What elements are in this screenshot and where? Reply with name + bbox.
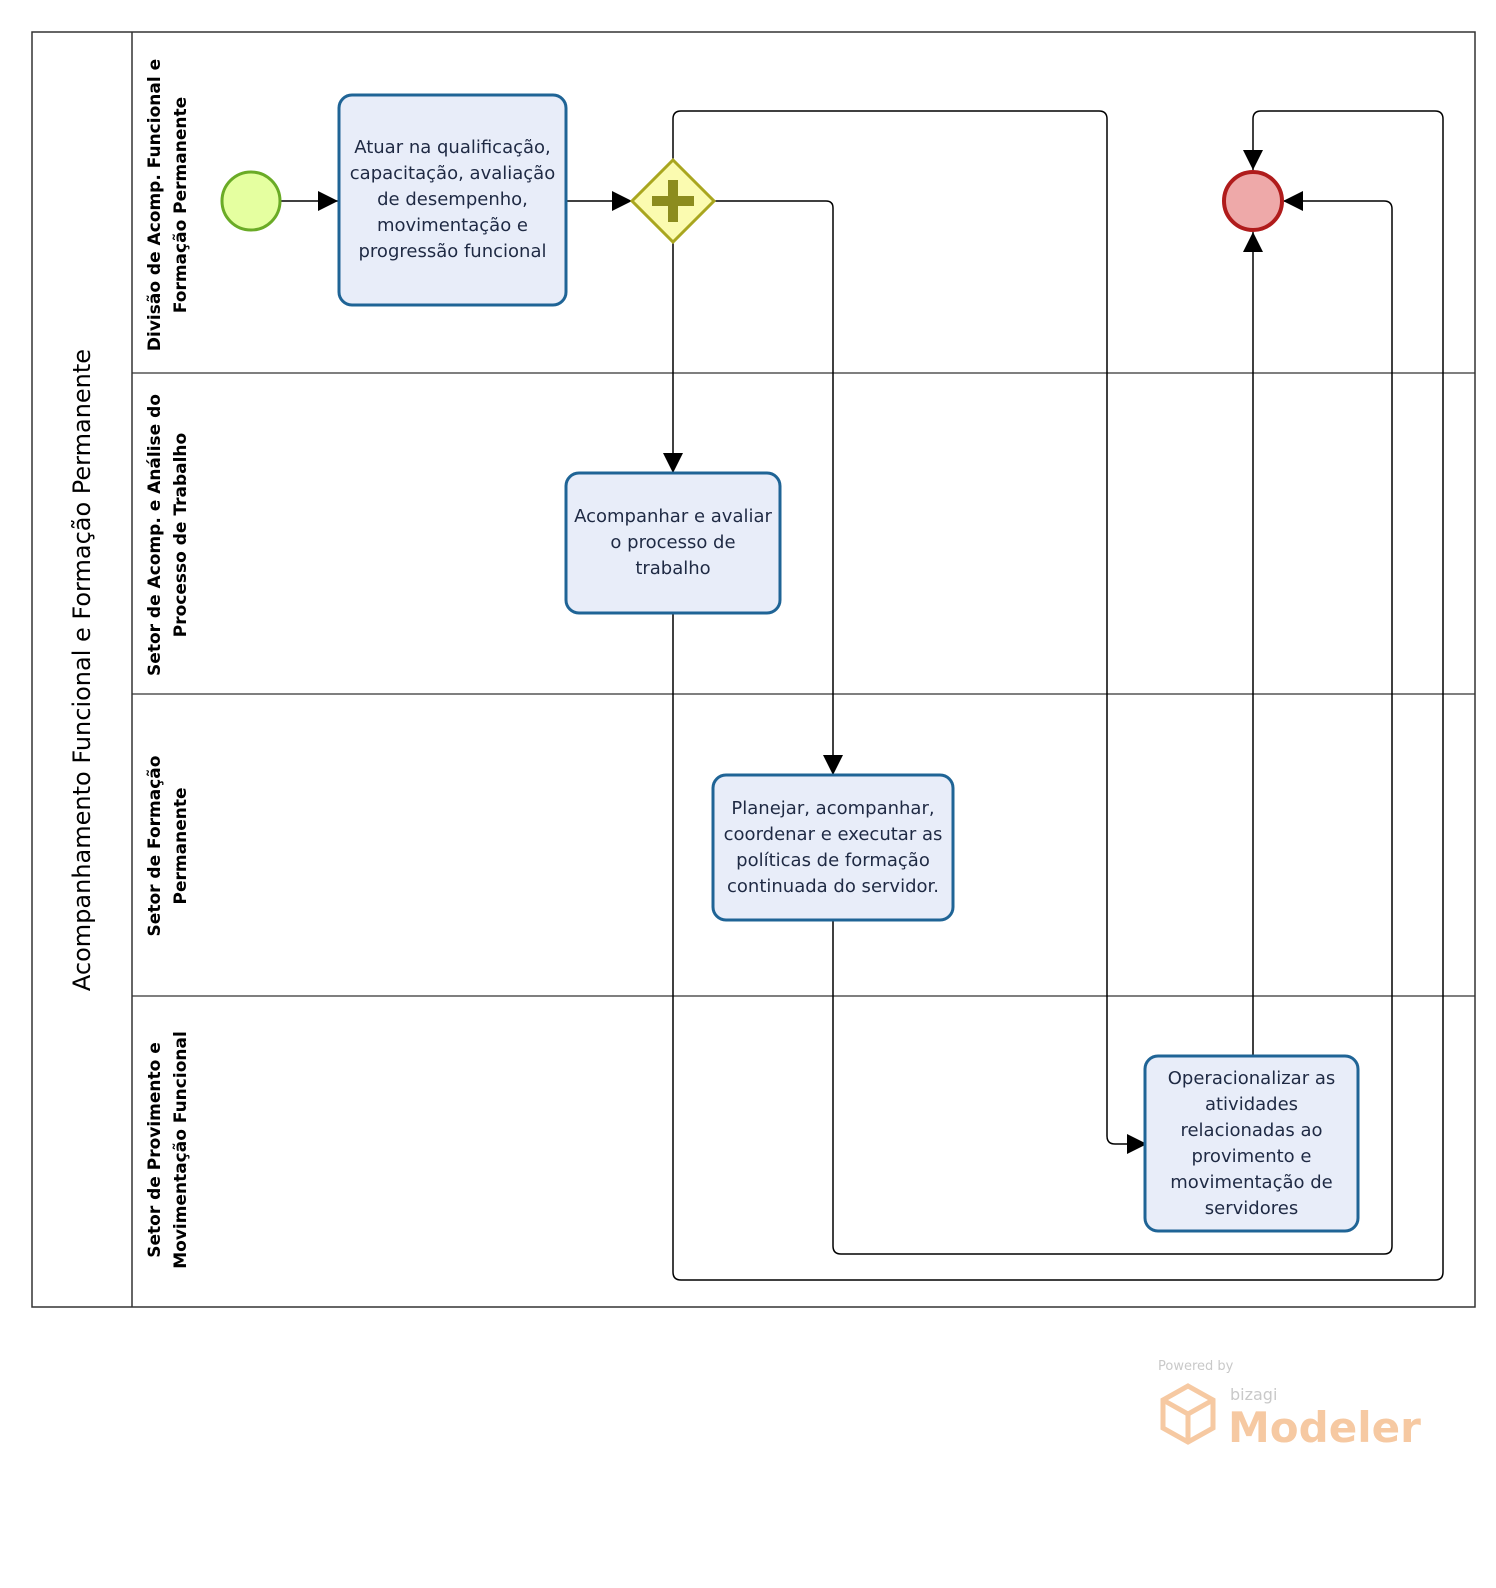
gateway-plus-vertical xyxy=(668,180,678,222)
flow-acompanhar-to-end[interactable] xyxy=(672,110,1444,1281)
lane-2-line-2: Processo de Trabalho xyxy=(171,433,191,637)
task-planejar-label: Planejar, acompanhar, coordenar e execut… xyxy=(723,797,943,897)
task-acompanhar[interactable]: Acompanhar e avaliar o processo de traba… xyxy=(564,471,782,615)
lane-label-3: Setor de Formação Permanente xyxy=(145,756,191,937)
lane-label-1: Divisão de Acomp. Funcional e Formação P… xyxy=(145,59,191,351)
parallel-gateway[interactable] xyxy=(629,157,717,245)
lane-3-line-2: Permanente xyxy=(171,788,191,905)
flow-planejar-to-end[interactable] xyxy=(832,191,1393,1255)
lane-label-4: Setor de Provimento e Movimentação Funci… xyxy=(145,1031,191,1269)
watermark-brand: bizagi xyxy=(1230,1385,1277,1404)
lane-1-line-1: Divisão de Acomp. Funcional e xyxy=(145,59,165,351)
bizagi-cube-icon xyxy=(1160,1383,1216,1445)
task-qualificacao[interactable]: Atuar na qualificação, capacitação, aval… xyxy=(337,93,568,307)
lane-4-line-2: Movimentação Funcional xyxy=(171,1031,191,1269)
task-operacionalizar[interactable]: Operacionalizar as atividades relacionad… xyxy=(1143,1054,1360,1233)
watermark-product: Modeler xyxy=(1228,1403,1421,1452)
task-qualificacao-label: Atuar na qualificação, capacitação, aval… xyxy=(349,137,556,262)
task-acompanhar-label: Acompanhar e avaliar o processo de traba… xyxy=(574,506,772,579)
flow-gateway-to-planejar[interactable] xyxy=(713,200,843,775)
lane-1-line-2: Formação Permanente xyxy=(171,97,191,313)
bizagi-watermark: Powered by bizagi Modeler xyxy=(1158,1359,1421,1452)
lane-2-line-1: Setor de Acomp. e Análise do xyxy=(145,394,165,676)
end-event-icon[interactable] xyxy=(1222,170,1284,232)
watermark-powered-by: Powered by xyxy=(1158,1359,1234,1374)
lane-4-line-1: Setor de Provimento e xyxy=(145,1042,165,1258)
lane-label-2: Setor de Acomp. e Análise do Processo de… xyxy=(145,394,191,676)
task-planejar[interactable]: Planejar, acompanhar, coordenar e execut… xyxy=(711,773,955,922)
start-event-icon[interactable] xyxy=(220,170,282,232)
lane-3-line-1: Setor de Formação xyxy=(145,756,165,937)
flow-gateway-to-operacionalizar[interactable] xyxy=(672,110,1147,1154)
task-operacionalizar-label: Operacionalizar as atividades relacionad… xyxy=(1167,1067,1336,1219)
pool-title: Acompanhamento Funcional e Formação Perm… xyxy=(68,349,96,991)
